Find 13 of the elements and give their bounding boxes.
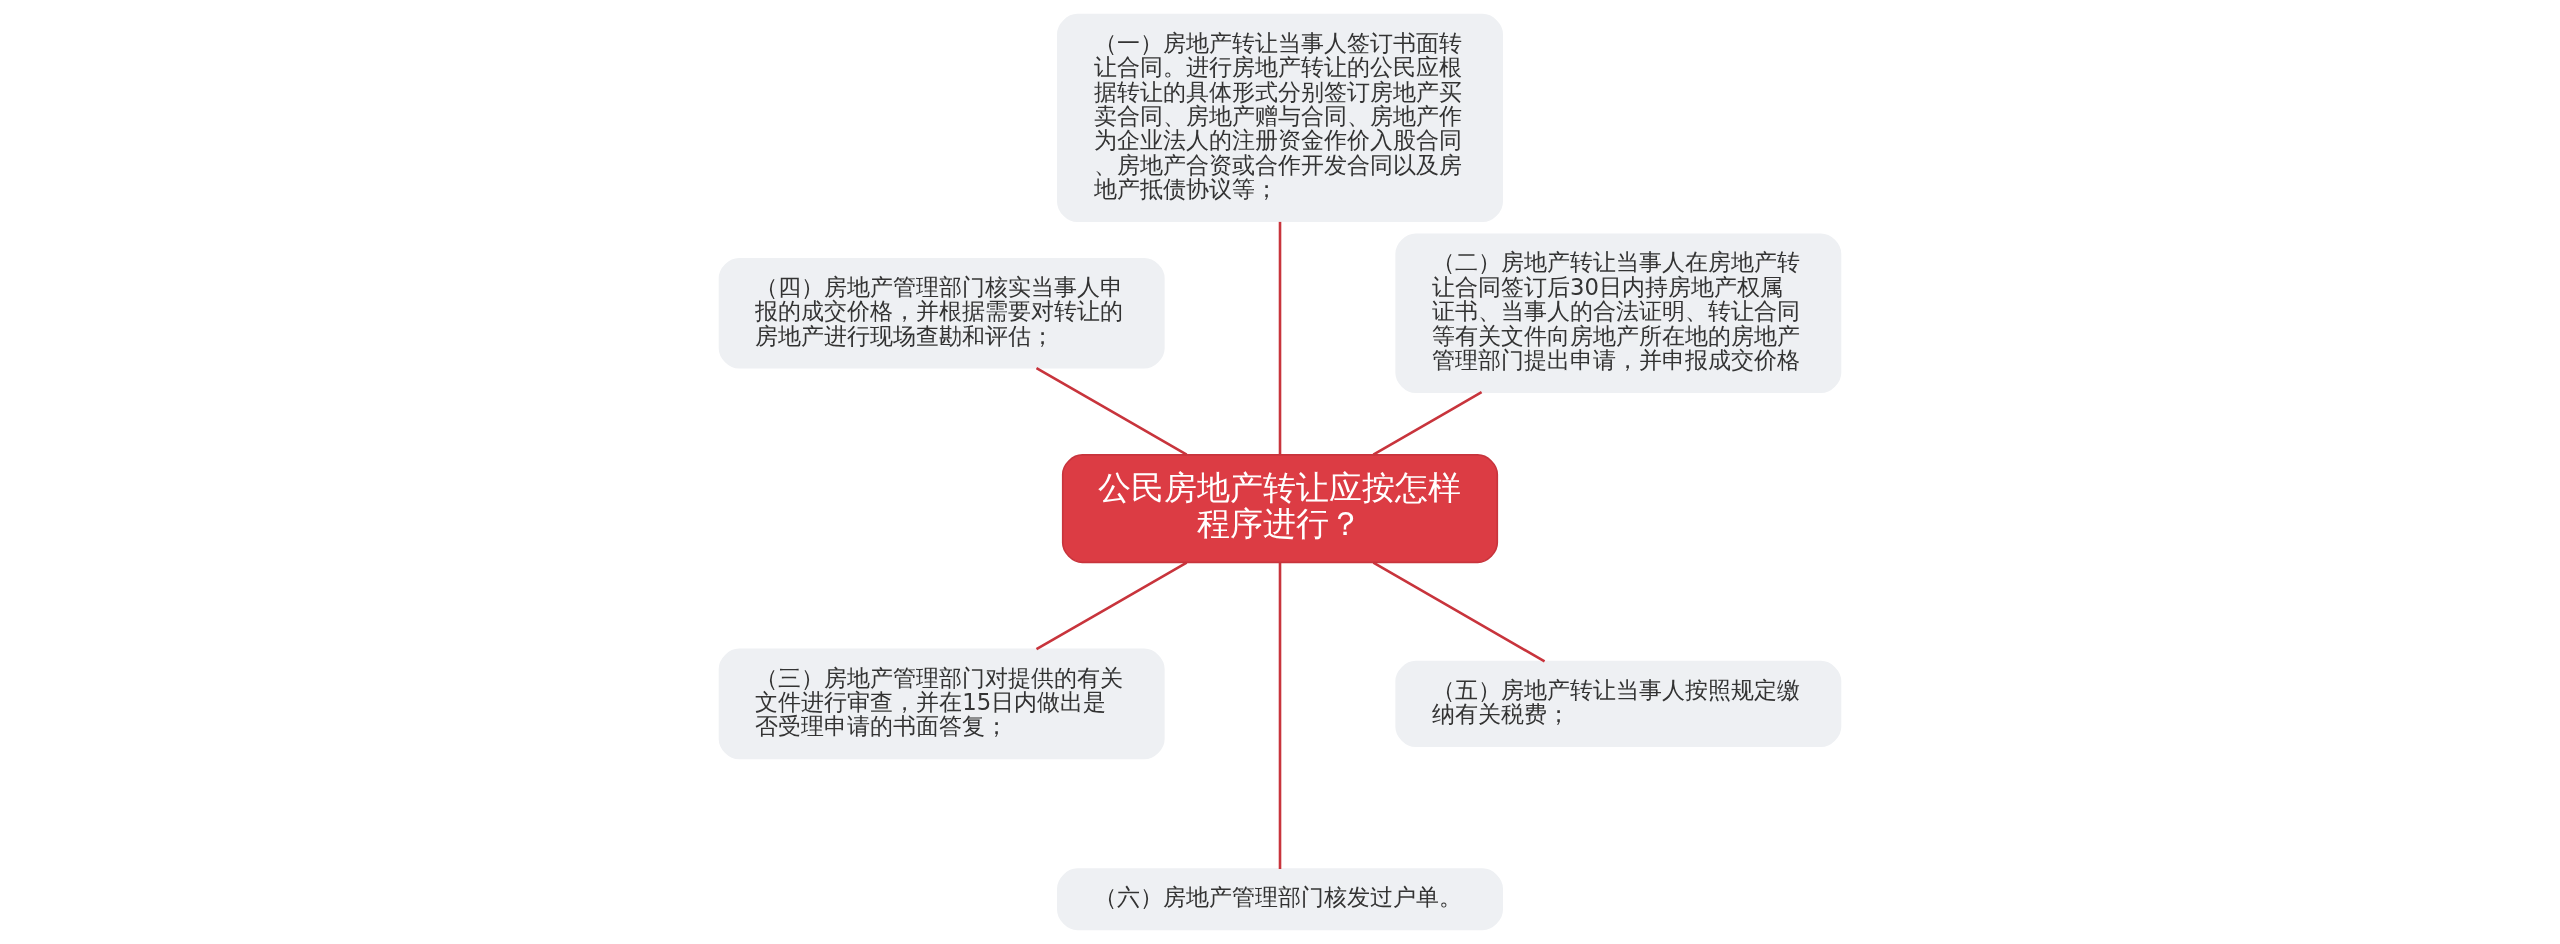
- node-box: （一）房地产转让当事人签订书面转让合同。进行房地产转让的公民应根据转让的具体形式分别签订房地产买卖合同、房地产赠与合同、房地产作为企业法人的注册资金作价入股合同、房地产合资或合作开发合同以及房地产抵债协议等；: [1057, 13, 1503, 223]
- connector: [1278, 562, 1282, 870]
- node-box: 公民房地产转让应按怎样程序进行？: [1061, 454, 1499, 564]
- connector: [1278, 221, 1282, 455]
- node-box: （三）房地产管理部门对提供的有关文件进行审查，并在15日内做出是否受理申请的书面答复；: [718, 648, 1165, 760]
- connector: [1372, 391, 1483, 456]
- connector: [1372, 561, 1546, 663]
- node-box: （四）房地产管理部门核实当事人申报的成交价格，并根据需要对转让的房地产进行现场查勘和评估；: [718, 257, 1165, 369]
- node-box: （五）房地产转让当事人按照规定缴纳有关税费；: [1395, 660, 1842, 748]
- connector: [1035, 561, 1188, 651]
- connector: [1035, 366, 1188, 456]
- node-box: （六）房地产管理部门核发过户单。: [1057, 868, 1503, 931]
- node-box: （二）房地产转让当事人在房地产转让合同签订后30日内持房地产权属证书、当事人的合法证明、转让合同等有关文件向房地产所在地的房地产管理部门提出申请，并申报成交价格: [1395, 233, 1842, 394]
